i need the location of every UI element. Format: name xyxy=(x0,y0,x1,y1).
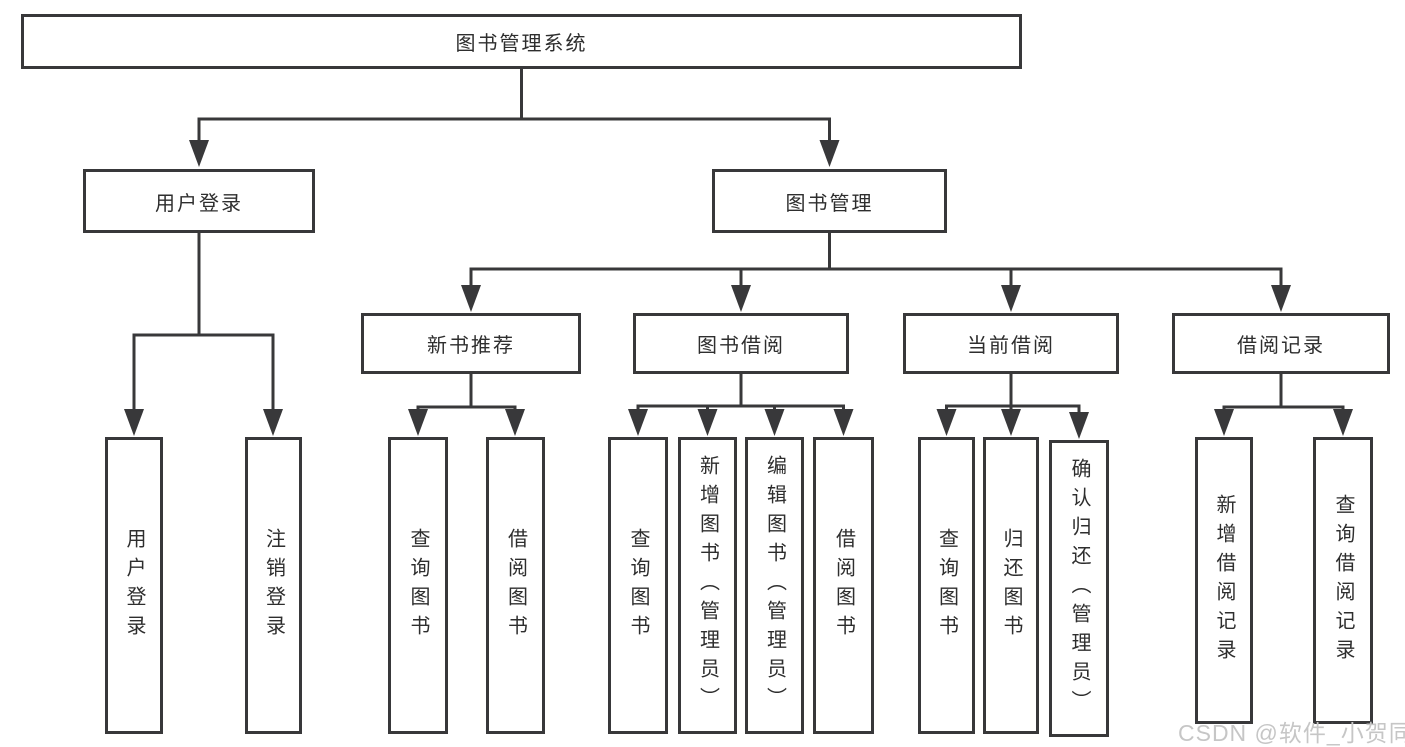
leaf-return-book: 归还图书 xyxy=(983,437,1039,734)
connector-root xyxy=(189,69,840,167)
leaf-query-books-borrow: 查询图书 xyxy=(608,437,668,734)
leaf-query-books-current: 查询图书 xyxy=(918,437,975,734)
csdn-watermark: CSDN @软件_小贺同学 xyxy=(1178,720,1405,746)
node-label: 编辑图书（管理员） xyxy=(763,455,786,716)
node-label: 确认归还（管理员） xyxy=(1068,458,1090,719)
node-label: 用户登录 xyxy=(155,192,243,215)
leaf-edit-book-admin: 编辑图书（管理员） xyxy=(745,437,804,734)
leaf-borrow-books-recommend: 借阅图书 xyxy=(486,437,545,734)
leaf-user-login: 用户登录 xyxy=(105,437,163,734)
node-book-management: 图书管理 xyxy=(712,169,947,233)
node-library-system: 图书管理系统 xyxy=(21,14,1022,69)
node-label: 查询借阅记录 xyxy=(1332,493,1354,668)
leaf-logout: 注销登录 xyxy=(245,437,302,734)
node-label: 借阅图书 xyxy=(504,527,527,644)
connector-new-book-recommend xyxy=(408,373,525,436)
node-label: 查询图书 xyxy=(407,527,429,644)
node-label: 图书管理系统 xyxy=(455,33,588,55)
leaf-query-books-recommend: 查询图书 xyxy=(388,437,448,734)
node-current-borrowing: 当前借阅 xyxy=(903,313,1119,374)
leaf-confirm-return-admin: 确认归还（管理员） xyxy=(1049,440,1109,737)
leaf-query-borrow-record: 查询借阅记录 xyxy=(1313,437,1373,724)
node-label: 查询图书 xyxy=(935,527,958,644)
node-label: 借阅记录 xyxy=(1237,335,1325,357)
connector-book-borrowing xyxy=(628,373,854,436)
node-label: 用户登录 xyxy=(123,527,145,644)
node-label: 归还图书 xyxy=(1000,527,1022,644)
node-label: 当前借阅 xyxy=(967,335,1055,357)
node-label: 查询图书 xyxy=(627,527,649,644)
node-label: 图书管理 xyxy=(785,192,874,215)
node-label: 新书推荐 xyxy=(427,335,515,357)
node-label: 注销登录 xyxy=(262,527,285,644)
connector-user-login xyxy=(124,233,283,436)
node-new-book-recommend: 新书推荐 xyxy=(361,313,581,374)
node-label: 新增图书（管理员） xyxy=(696,455,719,716)
node-label: 新增借阅记录 xyxy=(1213,493,1235,668)
node-book-borrowing: 图书借阅 xyxy=(633,313,849,374)
node-user-login: 用户登录 xyxy=(83,169,315,233)
leaf-add-book-admin: 新增图书（管理员） xyxy=(678,437,737,734)
connector-current-borrowing xyxy=(936,373,1089,439)
leaf-add-borrow-record: 新增借阅记录 xyxy=(1195,437,1253,724)
leaf-borrow-books: 借阅图书 xyxy=(813,437,874,734)
connector-borrowing-records xyxy=(1214,373,1353,436)
node-label: 图书借阅 xyxy=(697,335,785,357)
connector-book-management xyxy=(461,233,1291,312)
node-label: 借阅图书 xyxy=(832,527,855,644)
node-borrowing-records: 借阅记录 xyxy=(1172,313,1390,374)
